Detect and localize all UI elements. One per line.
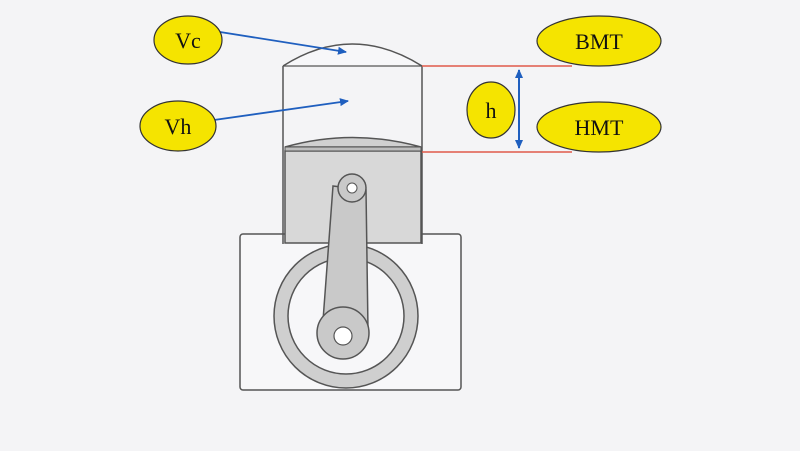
hmt-label: HMT <box>536 101 662 153</box>
hmt-label-text: HMT <box>575 115 624 140</box>
h-label: h <box>466 81 516 139</box>
cylinder-head-dome <box>282 43 423 67</box>
piston-crown <box>284 136 422 148</box>
bmt-label-text: BMT <box>575 29 623 54</box>
vh-label: Vh <box>139 100 217 152</box>
vc-label-text: Vc <box>175 28 201 53</box>
piston-ring <box>284 146 422 152</box>
vc-label: Vc <box>153 15 223 65</box>
bmt-label: BMT <box>536 15 662 67</box>
h-label-text: h <box>486 98 497 123</box>
vh-pointer-arrow <box>213 98 349 121</box>
vc-pointer-arrow <box>219 31 347 55</box>
vh-label-text: Vh <box>165 114 192 139</box>
crank-pin-hole <box>333 326 353 346</box>
wrist-pin-hole <box>346 182 358 194</box>
